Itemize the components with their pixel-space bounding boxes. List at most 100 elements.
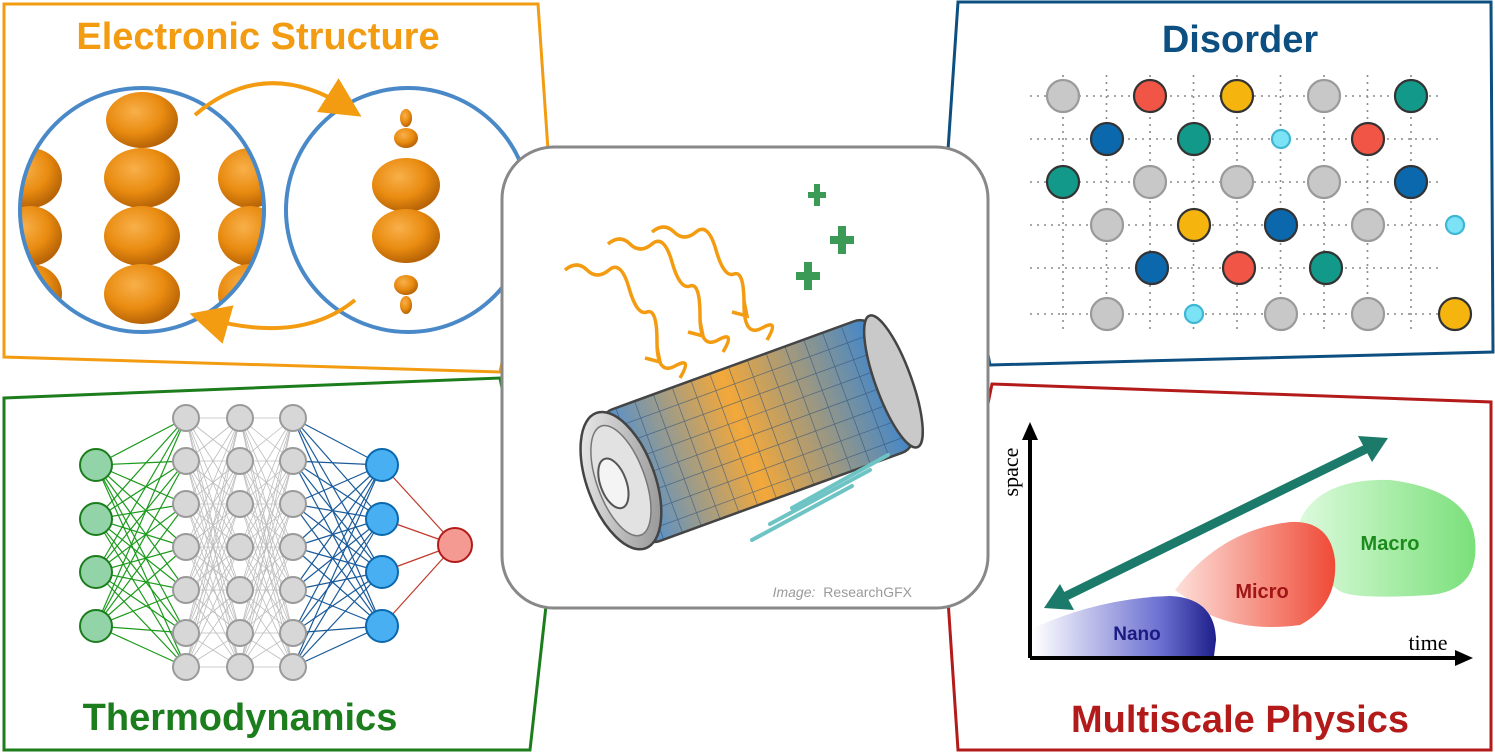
network-edge bbox=[95, 518, 187, 668]
backward-arrow-icon bbox=[189, 298, 357, 344]
lattice-atom bbox=[1306, 78, 1342, 114]
network-node bbox=[365, 609, 399, 643]
forward-arrow-icon bbox=[193, 78, 362, 117]
network-edge bbox=[95, 464, 187, 548]
network-edge bbox=[292, 460, 383, 573]
scale-arrow bbox=[1056, 441, 1374, 605]
network-edge bbox=[292, 518, 383, 591]
network-node bbox=[279, 533, 307, 561]
network-node bbox=[172, 404, 200, 432]
lattice-atom bbox=[1219, 78, 1255, 114]
network-edge bbox=[292, 571, 383, 668]
light-rays-icon bbox=[563, 225, 775, 379]
network-node bbox=[226, 404, 254, 432]
lattice-atom bbox=[1183, 303, 1205, 325]
network-edge bbox=[239, 417, 294, 591]
network-node bbox=[365, 555, 399, 589]
network-edge bbox=[292, 464, 383, 548]
network-node bbox=[437, 527, 473, 563]
network-edge bbox=[185, 417, 241, 548]
center-battery-card: Image: ResearchGFX bbox=[500, 145, 990, 610]
network-edge bbox=[292, 503, 383, 573]
network-edge bbox=[95, 464, 187, 591]
network-edge bbox=[292, 518, 383, 668]
network-edge bbox=[292, 464, 383, 591]
network-edge bbox=[239, 589, 294, 668]
network-edge bbox=[381, 544, 456, 627]
scale-arrow-tail-icon bbox=[1044, 584, 1074, 610]
panel-disorder: Disorder bbox=[946, 0, 1495, 367]
network-node bbox=[365, 448, 399, 482]
network-edge bbox=[185, 417, 241, 591]
panel-electronic-structure: Electronic Structure bbox=[2, 2, 550, 374]
micro-region bbox=[1175, 521, 1336, 628]
positive-charge-icon bbox=[796, 184, 854, 290]
network-edge bbox=[95, 571, 187, 634]
lattice-atom bbox=[1308, 250, 1344, 286]
panel-title: Thermodynamics bbox=[83, 697, 398, 739]
lattice-atom bbox=[1219, 164, 1255, 200]
lattice-atom bbox=[1306, 164, 1342, 200]
network-edge bbox=[95, 571, 187, 668]
lattice-atom bbox=[1350, 296, 1386, 332]
network-edge bbox=[95, 417, 187, 520]
network-edge bbox=[95, 518, 187, 591]
panel-title: Disorder bbox=[1162, 19, 1318, 61]
battery-icon bbox=[579, 314, 925, 551]
lattice-atom bbox=[1134, 250, 1170, 286]
image-credit: Image: ResearchGFX bbox=[773, 584, 913, 600]
network-edge bbox=[292, 460, 383, 627]
network-node bbox=[172, 533, 200, 561]
credit-prefix: Image: bbox=[773, 584, 816, 600]
y-axis-arrow-icon bbox=[1022, 422, 1038, 440]
network-node bbox=[279, 404, 307, 432]
credit-name: ResearchGFX bbox=[823, 584, 912, 600]
network-node bbox=[279, 619, 307, 647]
network-node bbox=[79, 502, 113, 536]
lattice-atom bbox=[1176, 121, 1212, 157]
lattice-atom bbox=[1132, 78, 1168, 114]
network-node bbox=[172, 490, 200, 518]
disorder-lattice bbox=[1030, 75, 1473, 332]
network-node bbox=[279, 653, 307, 681]
network-edge bbox=[292, 571, 383, 634]
network-edge bbox=[239, 417, 294, 505]
y-axis-label: space bbox=[998, 448, 1023, 497]
network-node bbox=[226, 653, 254, 681]
network-node bbox=[79, 609, 113, 643]
scale-arrow-head-icon bbox=[1358, 436, 1388, 462]
nano-region bbox=[1033, 596, 1216, 656]
network-edge bbox=[185, 546, 241, 634]
network-edge bbox=[95, 503, 187, 627]
network-edge bbox=[292, 460, 383, 520]
lattice-atom bbox=[1437, 296, 1473, 332]
region-label-nano: Nano bbox=[1113, 624, 1161, 645]
network-node bbox=[226, 619, 254, 647]
network-edge bbox=[381, 464, 456, 546]
lattice-atom bbox=[1263, 296, 1299, 332]
region-label-micro: Micro bbox=[1235, 581, 1288, 603]
network-edge bbox=[292, 518, 383, 634]
network-edge bbox=[292, 417, 383, 627]
lattice-atom bbox=[1350, 207, 1386, 243]
network-edge bbox=[239, 417, 294, 548]
network-edge bbox=[185, 417, 241, 505]
panel-multiscale-physics: space time Macro Micro Nano Multiscale P… bbox=[946, 382, 1493, 752]
network-node bbox=[79, 555, 113, 589]
network-node bbox=[279, 490, 307, 518]
network-edge bbox=[292, 417, 383, 520]
network-node bbox=[226, 490, 254, 518]
network-edge bbox=[239, 546, 294, 634]
network-edge bbox=[95, 460, 187, 627]
network-edge bbox=[95, 460, 187, 573]
arrowheads bbox=[644, 300, 750, 365]
network-node bbox=[279, 447, 307, 475]
lattice-atom bbox=[1045, 164, 1081, 200]
network-edge bbox=[292, 464, 383, 668]
network-node bbox=[172, 653, 200, 681]
network-node bbox=[226, 576, 254, 604]
lattice-atom bbox=[1176, 207, 1212, 243]
x-axis-arrow-icon bbox=[1455, 650, 1473, 666]
lattice-atom bbox=[1132, 164, 1168, 200]
network-edge bbox=[292, 464, 383, 634]
